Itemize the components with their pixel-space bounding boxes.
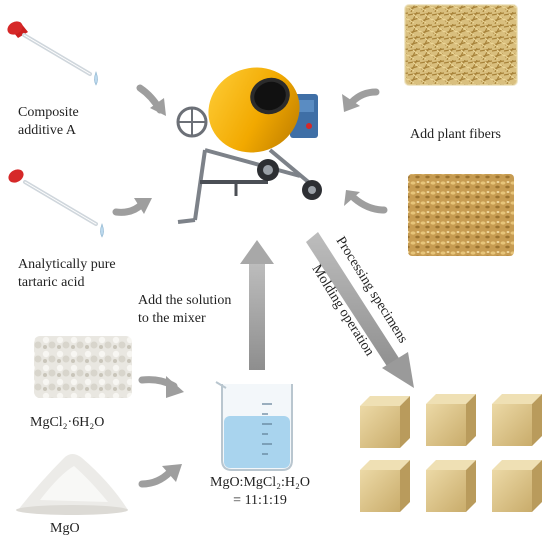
specimen-cubes-group xyxy=(360,394,542,512)
tartaric-acid-label: Analytically pure tartaric acid xyxy=(18,256,116,292)
mgo-powder-image xyxy=(16,454,128,515)
arrow-mgo-to-beaker xyxy=(138,464,182,488)
ratio-line1: MgO:MgCl₂:H₂O xyxy=(210,475,310,490)
arrow-tartaric-to-mixer xyxy=(112,198,152,216)
plant-fiber-chips-image xyxy=(408,174,514,256)
ratio-line2: = 11:1:19 xyxy=(233,493,287,508)
arrow-mgcl2-to-beaker xyxy=(138,376,184,398)
add-plant-fibers-label: Add plant fibers xyxy=(410,127,501,142)
composite-label-line2: additive A xyxy=(18,123,76,138)
dropper-composite-icon xyxy=(7,21,98,86)
composite-label-line1: Composite xyxy=(18,105,79,120)
composite-additive-label: Composite additive A xyxy=(18,104,79,140)
concrete-mixer-icon xyxy=(176,67,322,224)
arrow-fibers2-to-mixer xyxy=(344,190,388,214)
specimen-cube xyxy=(360,396,410,448)
specimen-cube xyxy=(426,394,476,446)
arrow-fibers1-to-mixer xyxy=(342,88,380,112)
specimen-cube xyxy=(426,460,476,512)
add-solution-label: Add the solution to the mixer xyxy=(138,292,231,328)
mgo-label: MgO xyxy=(50,521,80,536)
mgcl2-crystals-image xyxy=(34,336,132,398)
ratio-label: MgO:MgCl₂:H₂O = 11:1:19 xyxy=(200,474,320,510)
add-solution-line2: to the mixer xyxy=(138,311,206,326)
specimen-cube xyxy=(492,460,542,512)
arrow-composite-to-mixer xyxy=(136,84,166,116)
dropper-tartaric-icon xyxy=(8,169,104,238)
plant-fiber-straw-image xyxy=(404,4,518,86)
specimen-cube xyxy=(360,460,410,512)
add-solution-line1: Add the solution xyxy=(138,293,232,308)
arrow-solution-to-mixer xyxy=(240,240,274,370)
specimen-cube xyxy=(492,394,542,446)
tartaric-label-line2: tartaric acid xyxy=(18,275,85,290)
arrow-mixer-to-specimens xyxy=(306,232,414,388)
beaker-icon xyxy=(215,381,293,471)
mgcl2-label: MgCl₂·6H₂O xyxy=(30,415,105,430)
tartaric-label-line1: Analytically pure xyxy=(18,257,116,272)
